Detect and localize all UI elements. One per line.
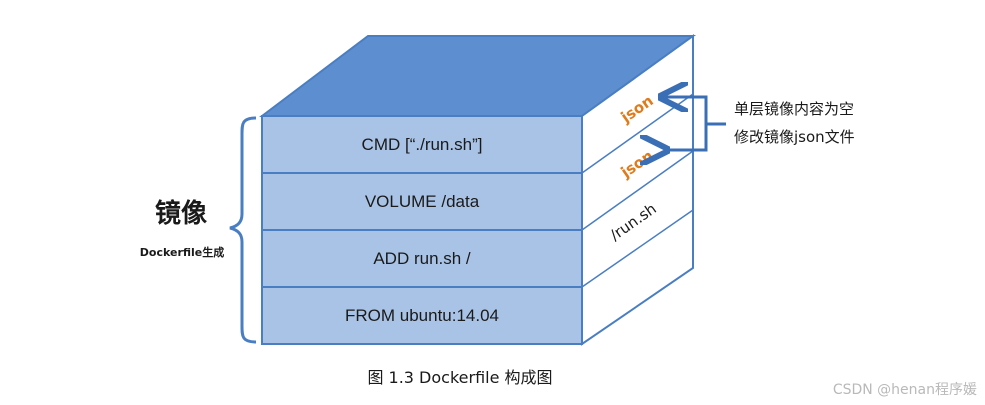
layer-volume: VOLUME /data xyxy=(261,172,583,231)
layer-cmd: CMD [“./run.sh”] xyxy=(261,115,583,174)
side-divider-3 xyxy=(581,209,694,288)
layer-cmd-label: CMD [“./run.sh”] xyxy=(362,135,483,154)
layer-add-box xyxy=(261,229,583,288)
layer-from: FROM ubuntu:14.04 xyxy=(261,286,583,345)
annotation-line-2: 修改镜像json文件 xyxy=(734,128,855,146)
layer-volume-box xyxy=(261,172,583,231)
image-label-subtitle: Dockerfile生成 xyxy=(140,245,225,259)
layer-add-label: ADD run.sh / xyxy=(373,249,471,268)
layer-volume-label: VOLUME /data xyxy=(365,192,480,211)
image-label-title: 镜像 xyxy=(155,198,208,229)
layer-from-box xyxy=(261,286,583,345)
annotation-line-1: 单层镜像内容为空 xyxy=(734,100,854,118)
figure-caption: 图 1.3 Dockerfile 构成图 xyxy=(367,368,552,387)
watermark: CSDN @henan程序媛 xyxy=(833,382,977,398)
layer-add: ADD run.sh / xyxy=(261,229,583,288)
left-brace xyxy=(229,116,257,344)
layer-from-label: FROM ubuntu:14.04 xyxy=(345,306,499,325)
